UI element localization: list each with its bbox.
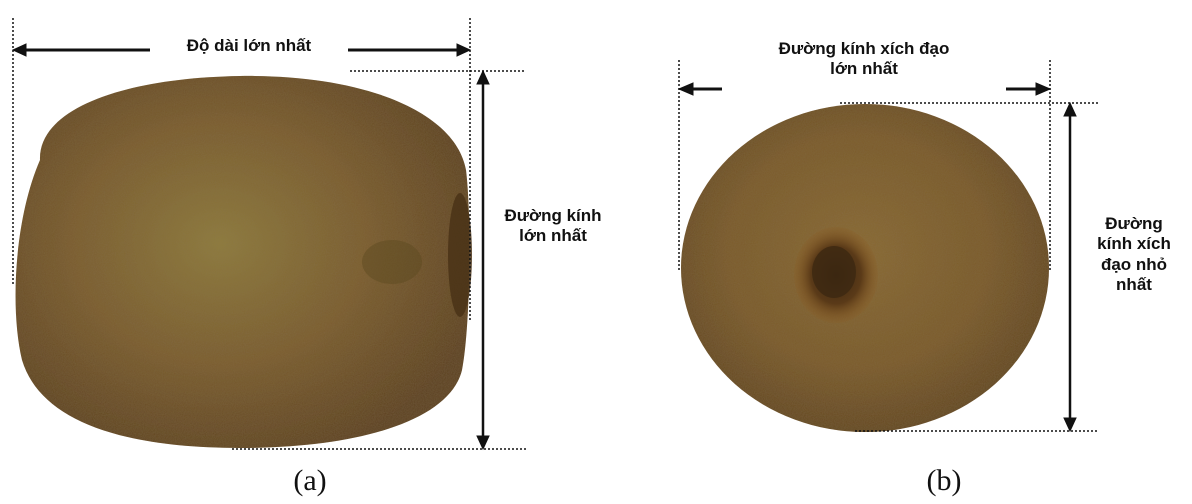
max-equatorial-label: Đường kính xích đạo lớn nhất [726, 39, 1002, 80]
max-diameter-label: Đường kính lớn nhất [494, 206, 612, 247]
min-equatorial-label-line2: kính xích [1084, 234, 1184, 254]
min-equatorial-label-line4: nhất [1084, 275, 1184, 295]
max-equatorial-label-line2: lớn nhất [726, 59, 1002, 79]
max-diameter-label-line2: lớn nhất [494, 226, 612, 246]
max-equatorial-label-line1: Đường kính xích đạo [726, 39, 1002, 59]
max-diameter-label-line1: Đường kính [494, 206, 612, 226]
caption-a: (a) [270, 464, 350, 498]
min-equatorial-label-line1: Đường [1084, 214, 1184, 234]
kiwi-side-view [16, 76, 472, 448]
kiwi-end-view [681, 104, 1049, 432]
length-label: Độ dài lớn nhất [150, 36, 348, 56]
min-equatorial-label: Đường kính xích đạo nhỏ nhất [1084, 214, 1184, 296]
caption-b: (b) [904, 464, 984, 498]
min-equatorial-label-line3: đạo nhỏ [1084, 255, 1184, 275]
